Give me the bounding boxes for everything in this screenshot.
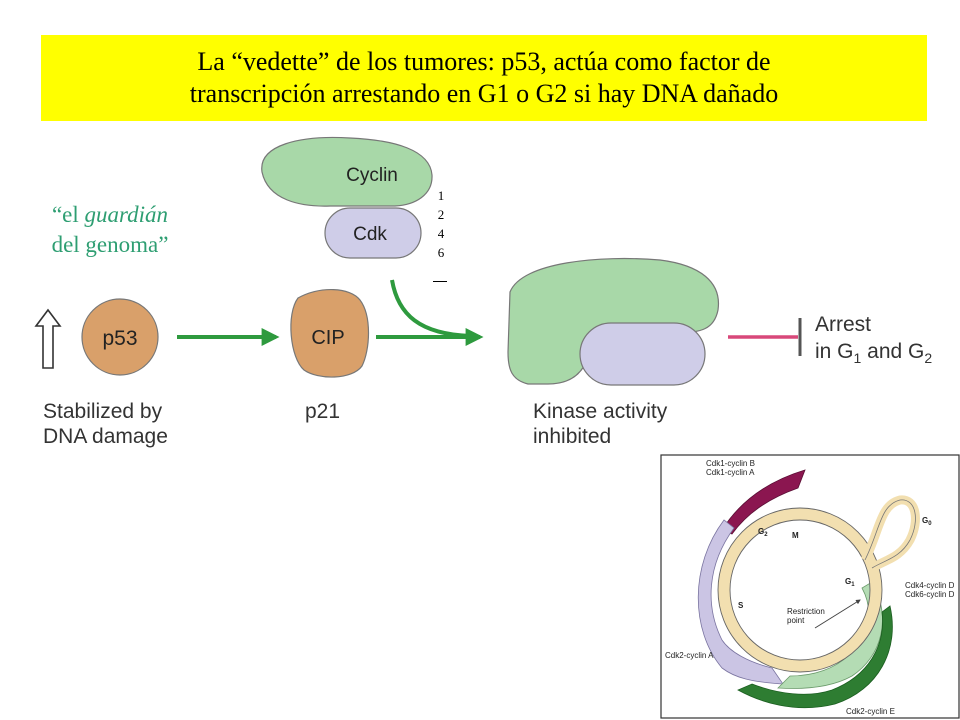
p21-label: p21 xyxy=(305,400,340,423)
stabilized-label-line-2: DNA damage xyxy=(43,425,168,448)
cdk1-cyclin-b-label: Cdk1-cyclin B xyxy=(706,459,755,468)
cdk1-cyclin-band xyxy=(721,469,806,535)
guardian-quote: “el guardián del genoma” xyxy=(10,200,210,260)
guardian-line-2: del genoma” xyxy=(51,232,169,257)
title-banner: La “vedette” de los tumores: p53, actúa … xyxy=(41,35,927,121)
restriction-label-line-1: Restriction xyxy=(787,607,825,616)
cip-label: CIP xyxy=(311,327,344,349)
guardian-prefix: “el xyxy=(51,202,85,227)
up-arrow-icon xyxy=(34,308,62,369)
cdk6-cyclin-d-label: Cdk6-cyclin D xyxy=(905,590,955,599)
g0-loop-outline xyxy=(864,499,916,569)
cycle-ring-stroke-inner xyxy=(729,519,871,661)
cdk2-cyclin-e-label: Cdk2-cyclin E xyxy=(846,707,895,716)
kinase-label-line-1: Kinase activity xyxy=(533,400,668,423)
guardian-line-1: “el guardián xyxy=(10,200,210,230)
arrest-label-line-1: Arrest xyxy=(815,313,871,336)
s-label: S xyxy=(738,601,744,610)
slide-number-underline xyxy=(433,281,447,282)
p53-label: p53 xyxy=(102,327,137,350)
cdk2-cyclin-e-band xyxy=(737,605,893,709)
cdk-shape-inhibited xyxy=(579,322,706,386)
arrow-cdk-curve xyxy=(390,279,471,338)
p53-protein xyxy=(81,298,159,376)
g0-label: G0 xyxy=(922,516,932,527)
cycle-ring-outer xyxy=(718,508,882,672)
cip-protein xyxy=(290,289,370,378)
slide-digit: 2 xyxy=(437,207,445,222)
cdk-shape-top xyxy=(324,207,422,259)
restriction-pointer xyxy=(814,599,861,629)
cdk4-cyclin-d-label: Cdk4-cyclin D xyxy=(905,581,955,590)
g2-label: G2 xyxy=(758,527,768,538)
slide-digit: 4 xyxy=(437,226,445,241)
stabilized-label-line-1: Stabilized by xyxy=(43,400,163,423)
cdk2-cyclin-a-label: Cdk2-cyclin A xyxy=(665,651,714,660)
cyclin-shape-inhibited xyxy=(507,257,720,385)
cycle-ring-stroke-outer xyxy=(717,507,883,673)
g1-label: G1 xyxy=(845,577,855,588)
slide-digit: 6 xyxy=(437,245,445,260)
m-label: M xyxy=(792,531,799,540)
title-line-1: La “vedette” de los tumores: p53, actúa … xyxy=(197,47,771,76)
restriction-label-line-2: point xyxy=(787,616,805,625)
kinase-label-line-2: inhibited xyxy=(533,425,611,448)
slide-number: 1 2 4 6 xyxy=(434,186,448,262)
title-line-2: transcripción arrestando en G1 o G2 si h… xyxy=(189,79,779,108)
arrest-label-line-2: in G1 and G2 xyxy=(815,340,932,366)
cdk1-cyclin-a-label: Cdk1-cyclin A xyxy=(706,468,755,477)
slide-digit: 1 xyxy=(437,188,445,203)
guardian-italic-word: guardián xyxy=(84,202,169,227)
cyclin-label: Cyclin xyxy=(346,165,398,186)
cyclin-shape-top xyxy=(261,136,433,207)
cdk-label: Cdk xyxy=(353,224,387,245)
cell-cycle-inset: Cdk1-cyclin B Cdk1-cyclin A G0 G2 M G1 S… xyxy=(660,454,960,719)
